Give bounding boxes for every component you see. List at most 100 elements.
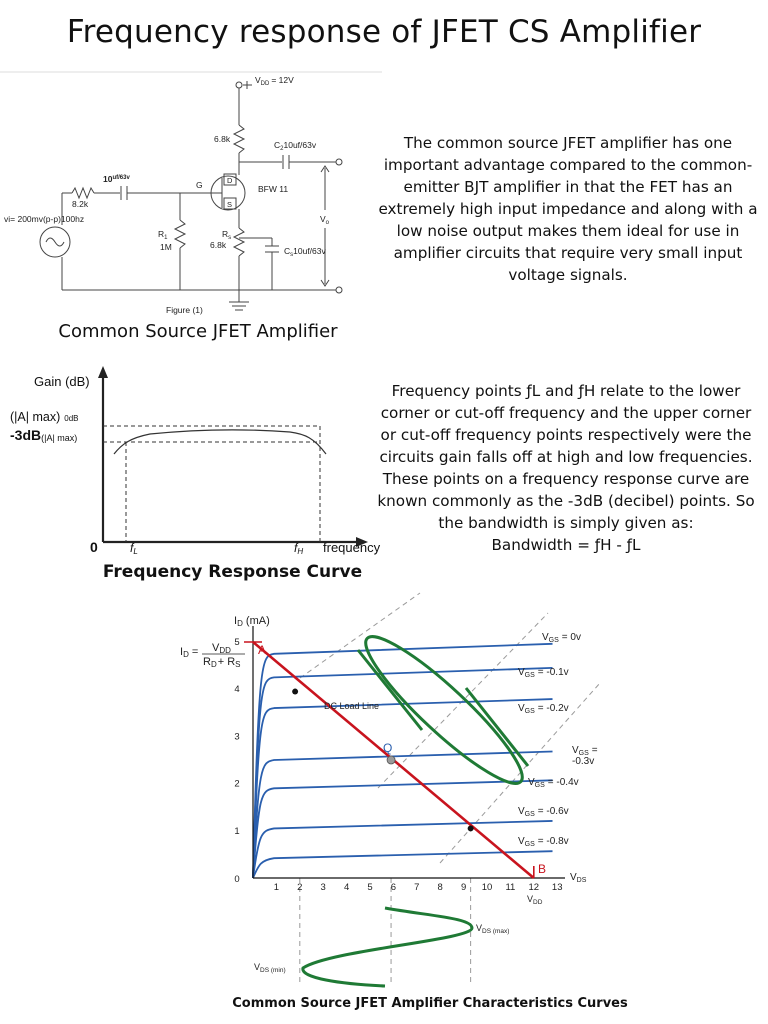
circuit-caption: Common Source JFET Amplifier [58,321,338,342]
q-point [386,755,396,765]
vds-min-label: V [254,962,260,972]
point-a-label: A [258,643,266,657]
rd-label: 6.8k [214,134,231,144]
svg-text:RD+ RS: RD+ RS [203,656,241,669]
paragraph-line: These points on a frequency response cur… [382,470,750,488]
svg-text:VDD: VDD [212,642,231,655]
vgs-label: VGS= -0.8v [518,836,569,848]
x-tick-label: 5 [367,882,372,893]
ac-load-line-guide [377,612,549,789]
figure-label: Figure (1) [166,305,203,315]
fl-label: f [130,541,135,555]
characteristics-caption: Common Source JFET Amplifier Characteris… [232,996,628,1011]
paragraph-line: known commonly as the -3dB (decibel) poi… [377,492,755,510]
svg-text:-3dB(|A| max): -3dB(|A| max) [10,427,77,443]
vdd-axis-label: V [527,894,533,904]
x-tick-label: 13 [552,882,563,893]
svg-text:Rs: Rs [222,229,231,241]
vdd-label: V [255,75,261,85]
svg-text:VDD: VDD [527,894,543,906]
x-tick-label: 2 [297,882,302,893]
vds-axis-label: V [570,872,577,883]
frequency-axis-label: frequency [323,540,381,555]
paragraph-line: or cut-off frequency points respectively… [380,426,752,444]
c1-label: 10 [103,174,113,184]
corner-frequency-paragraph: Frequency points ƒL and ƒH relate to the… [364,380,768,556]
rs-label: R [222,229,228,239]
paragraph-line: circuits gain falls off at high and low … [379,448,753,466]
y-tick-label: 1 [234,826,239,837]
svg-text:VDS (min): VDS (min) [254,962,286,974]
x-tick-label: 7 [414,882,419,893]
x-tick-label: 11 [505,882,515,893]
x-tick-label: 8 [438,882,443,893]
svg-text:ID=: ID= [180,646,198,659]
circuit-diagram: VDD= 12V 6.8k C210uf/63v 10uf/63v 8.2k v… [0,71,382,315]
gain-axis-label: Gain (dB) [34,374,90,389]
input-signal-swing [356,649,424,731]
vgs-curve [252,779,553,879]
x-tick-label: 6 [391,882,396,893]
load-line-point [467,825,474,832]
ac-load-line-guide [439,682,601,864]
point-b-label: B [538,862,546,876]
source-pin-label: S [227,200,232,209]
r1-label: R [158,229,164,239]
y-tick-label: 3 [234,731,239,742]
svg-text:Cs10uf/63v: Cs10uf/63v [284,246,327,258]
y-tick-label: 0 [234,874,239,885]
load-line-label: DC Load Line [324,701,379,711]
bandwidth-formula: Bandwidth = ƒH - ƒL [491,536,641,554]
vds-max-label: V [476,923,482,933]
id-formula-left: I [180,646,183,658]
paragraph-line: corner or cut-off frequency and the uppe… [380,404,752,422]
x-tick-label: 9 [461,882,466,893]
paragraph-line: the bandwidth is simply given as: [438,514,694,532]
svg-text:fL: fL [130,541,138,556]
id-formula-numerator: V [212,642,220,654]
x-tick-label: 12 [529,882,540,893]
x-tick-label: 3 [321,882,326,893]
input-signal-swing [464,687,530,767]
svg-text:fH: fH [294,541,303,556]
y-tick-label: 5 [234,637,239,648]
max-gain-label: (|A| max) [10,410,60,424]
vgs-label: VGS= -0.4v [528,777,579,789]
c2-label: C [274,140,280,150]
gain-curve [113,429,327,455]
rsig-label: 8.2k [72,199,89,209]
point-q-label: Q [383,741,392,755]
vgs-label: VGS= 0v [542,632,581,644]
frequency-response-chart: Gain (dB) (|A| max)0dB -3dB(|A| max) 0 f… [10,366,381,556]
gate-label: G [196,180,203,190]
fh-label: f [294,541,299,555]
r1-value: 1M [160,242,172,252]
vgs-label: VGS=-0.3v [572,745,598,767]
paragraph-line: Frequency points ƒL and ƒH relate to the… [391,382,741,400]
frequency-caption: Frequency Response Curve [102,562,363,582]
svg-text:Vo: Vo [320,214,330,226]
svg-text:VDS: VDS [570,872,587,884]
source-label: vi= 200mv(p-p)100hz [4,214,84,224]
output-signal-wave [301,906,474,988]
origin-label: 0 [90,539,98,555]
id-axis-label: I [234,615,237,627]
vgs-curve [252,820,553,879]
fet-label: BFW 11 [258,184,288,194]
cs-label: C [284,246,290,256]
vgs-label: VGS= -0.2v [518,703,569,715]
svg-text:C210uf/63v: C210uf/63v [274,140,317,152]
x-tick-label: 10 [482,882,493,893]
svg-text:10uf/63v: 10uf/63v [103,174,130,184]
intro-paragraph: The common source JFET amplifier has one… [378,134,758,284]
svg-text:(|A| max)0dB: (|A| max)0dB [10,410,78,424]
ac-load-line-guide [299,592,421,679]
load-line-point [292,688,299,695]
y-tick-label: 4 [234,684,239,695]
vgs-label: VGS= -0.1v [518,667,569,679]
svg-text:VDS (max): VDS (max) [476,923,509,935]
rs-value: 6.8k [210,240,227,250]
vgs-label: VGS= -0.6v [518,806,569,818]
